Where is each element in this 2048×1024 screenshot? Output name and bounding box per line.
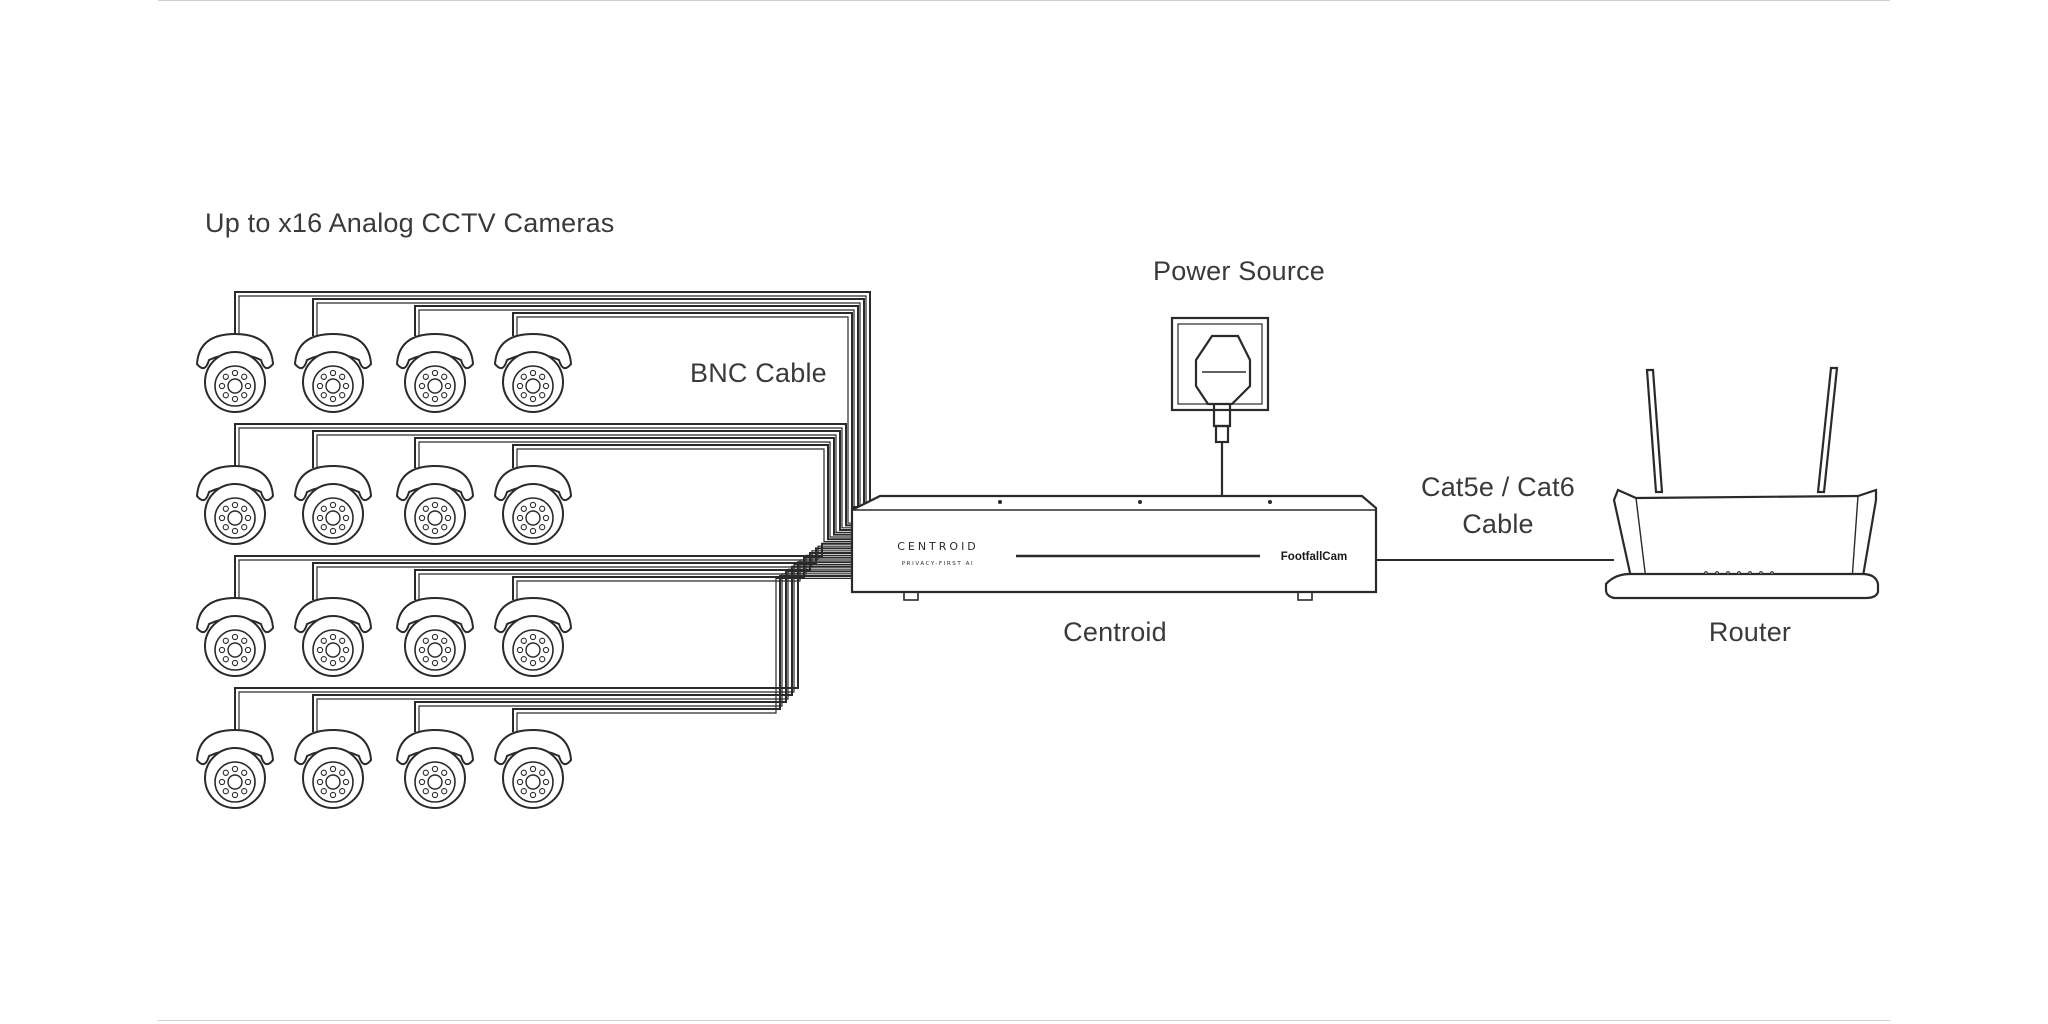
bottom-divider	[158, 1020, 1890, 1021]
cctv-camera-icon	[493, 332, 573, 413]
bnc-cable	[234, 561, 852, 732]
cctv-camera-icon	[493, 596, 573, 677]
cctv-camera-icon	[493, 464, 573, 545]
cctv-camera-icon	[195, 596, 275, 677]
centroid-label: Centroid	[1063, 617, 1167, 647]
cctv-camera-icon	[195, 728, 275, 809]
bnc-cable-bundle	[234, 291, 871, 732]
bnc-cable	[234, 423, 852, 527]
bnc-cable	[312, 565, 852, 732]
cameras-label: Up to x16 Analog CCTV Cameras	[205, 208, 615, 238]
bnc-cable-edge	[316, 568, 852, 732]
power-source-label: Power Source	[1153, 256, 1325, 286]
device-brand-subtitle: PRIVACY-FIRST AI	[902, 561, 974, 567]
cctv-camera-icon	[395, 596, 475, 677]
bnc-cable-edge	[316, 302, 861, 515]
cctv-camera-icon	[195, 332, 275, 413]
device-brand-title: CENTROID	[897, 540, 979, 553]
bnc-cable-label: BNC Cable	[690, 358, 827, 388]
bnc-cable	[312, 298, 865, 513]
cctv-camera-icon	[395, 728, 475, 809]
camera-array	[195, 332, 573, 809]
bnc-cable-edge	[516, 577, 852, 732]
bnc-cable	[234, 542, 852, 600]
cctv-camera-icon	[195, 464, 275, 545]
bnc-cable-edge	[418, 441, 852, 538]
cat-cable-label-line2: Cable	[1462, 509, 1534, 539]
bnc-cable-edge	[238, 427, 852, 529]
cctv-camera-icon	[493, 728, 573, 809]
bnc-cable-edge	[516, 559, 852, 600]
cctv-camera-icon	[293, 464, 373, 545]
cctv-camera-icon	[395, 464, 475, 545]
centroid-device: CENTROID PRIVACY-FIRST AI FootfallCam	[850, 494, 1378, 601]
bnc-cable-edge	[418, 309, 855, 520]
bnc-cable	[414, 305, 859, 518]
bnc-cable-edge	[238, 545, 852, 600]
bnc-cable	[512, 444, 852, 541]
bnc-cable-edge	[516, 448, 852, 543]
bnc-cable	[512, 312, 853, 521]
bnc-cable-edge	[238, 564, 852, 732]
bnc-cable-edge	[516, 316, 852, 524]
top-divider	[158, 0, 1890, 1]
bnc-cable-edge	[316, 434, 852, 533]
cctv-camera-icon	[395, 332, 475, 413]
bnc-cable	[414, 570, 852, 732]
cat-cable-label-line1: Cat5e / Cat6	[1421, 472, 1575, 502]
bnc-cable	[512, 575, 852, 732]
bnc-cable	[414, 552, 852, 600]
cctv-camera-icon	[293, 596, 373, 677]
bnc-cable-edge	[316, 550, 852, 600]
router-label: Router	[1708, 617, 1792, 647]
bnc-cable	[414, 437, 852, 536]
bnc-cable-edge	[418, 573, 852, 732]
device-manufacturer-logo: FootfallCam	[1281, 551, 1347, 563]
bnc-cable	[312, 430, 852, 531]
router-icon	[1604, 366, 1880, 600]
cctv-camera-icon	[293, 332, 373, 413]
cctv-camera-icon	[293, 728, 373, 809]
power-source-icon	[1170, 316, 1270, 500]
